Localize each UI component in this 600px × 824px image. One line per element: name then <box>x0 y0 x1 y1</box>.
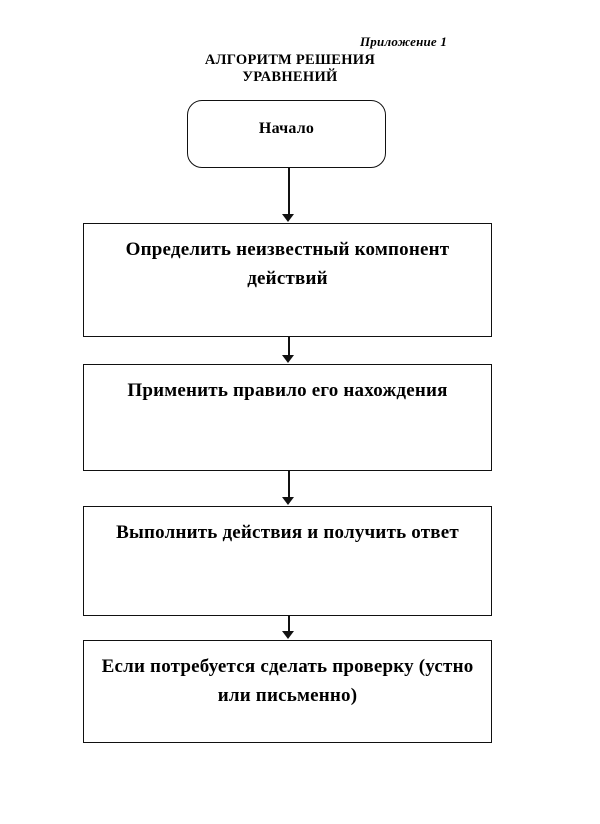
flowchart-node-step1: Определить неизвестный компонент действи… <box>83 223 492 337</box>
arrow-down-icon <box>282 497 294 505</box>
connector-step3-to-step4 <box>288 616 290 633</box>
page-title: АЛГОРИТМ РЕШЕНИЯ УРАВНЕНИЙ <box>140 52 440 86</box>
arrow-down-icon <box>282 355 294 363</box>
arrow-down-icon <box>282 631 294 639</box>
connector-step1-to-step2 <box>288 337 290 357</box>
page-title-line-2: УРАВНЕНИЙ <box>242 69 338 85</box>
flowchart-node-start: Начало <box>187 100 386 168</box>
flowchart-node-step4: Если потребуется сделать проверку (устно… <box>83 640 492 743</box>
connector-step2-to-step3 <box>288 471 290 499</box>
page-title-line-1: АЛГОРИТМ РЕШЕНИЯ <box>204 52 376 68</box>
arrow-down-icon <box>282 214 294 222</box>
flowchart-node-step4-label: Если потребуется сделать проверку (устно… <box>101 656 474 706</box>
appendix-label: Приложение 1 <box>360 34 448 49</box>
flowchart-node-step3-label: Выполнить действия и получить ответ <box>116 522 459 543</box>
flowchart-node-step2-label: Применить правило его нахождения <box>127 380 448 401</box>
flowchart-node-step1-label: Определить неизвестный компонент действи… <box>125 239 450 289</box>
flowchart-node-step3: Выполнить действия и получить ответ <box>83 506 492 616</box>
flowchart-node-step2: Применить правило его нахождения <box>83 364 492 471</box>
connector-start-to-step1 <box>288 168 290 216</box>
flowchart-node-start-label: Начало <box>258 120 315 137</box>
